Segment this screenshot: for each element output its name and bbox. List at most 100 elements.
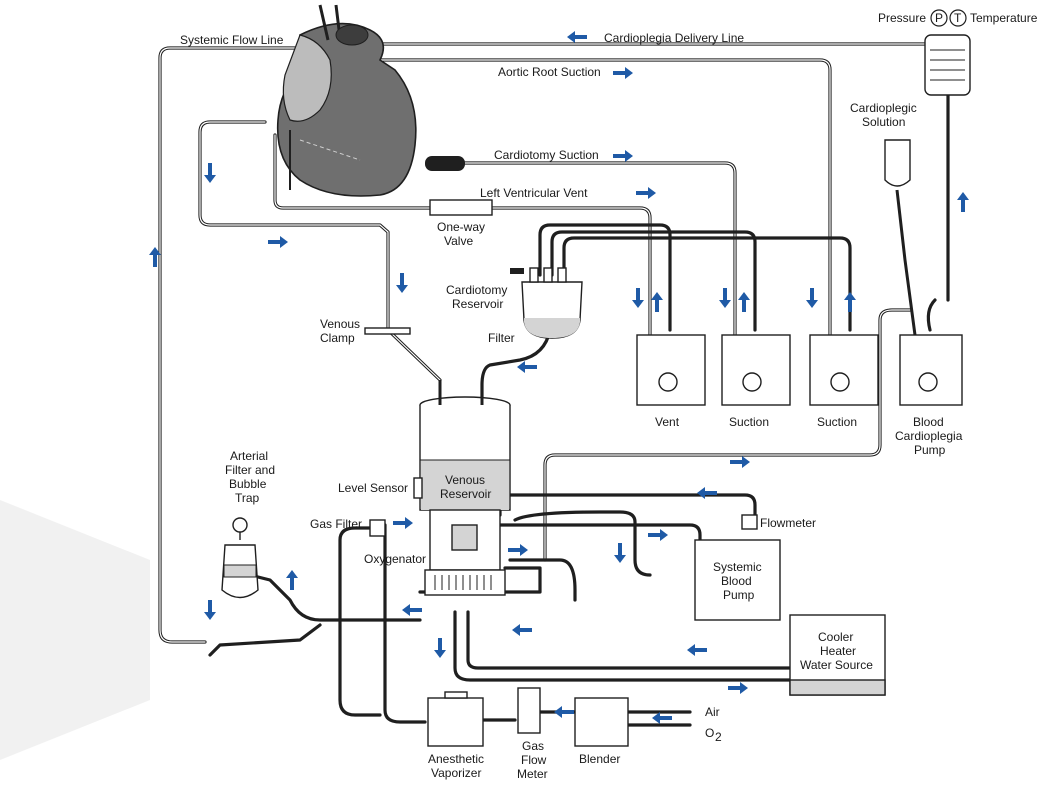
anesthetic-vaporizer (427, 697, 484, 747)
flow-arrow-right (613, 150, 633, 162)
label-oxygenator: Oxygenator (364, 552, 426, 566)
label-anesthetic-vaporizer-1: Anesthetic (428, 752, 484, 766)
label-blood-cardioplegia-pump-1: Blood (913, 415, 944, 429)
vent-pump (636, 334, 706, 406)
label-cardiotomy-suction: Cardiotomy Suction (494, 148, 599, 162)
flow-arrow-up (651, 292, 663, 312)
label-gas-flow-meter-2: Flow (521, 753, 547, 767)
flow-arrow-up (844, 292, 856, 312)
label-systemic-blood-pump-1: Systemic (713, 560, 762, 574)
label-left-ventricular-vent: Left Ventricular Vent (480, 186, 588, 200)
label-gas-filter: Gas Filter (310, 517, 362, 531)
pressure-temperature-chamber (924, 34, 971, 96)
label-blood-cardioplegia-pump-2: Cardioplegia (895, 429, 963, 443)
label-cardioplegic-solution-2: Solution (862, 115, 905, 129)
flow-arrow-right (613, 67, 633, 79)
heart-illustration (276, 4, 417, 197)
label-cooler-heater-3: Water Source (800, 658, 873, 672)
oxygenator-unit (424, 509, 506, 596)
label-level-sensor: Level Sensor (338, 481, 408, 495)
one-way-valve (429, 199, 493, 216)
label-cardiotomy-reservoir-1: Cardiotomy (446, 283, 507, 297)
label-vent: Vent (655, 415, 680, 429)
flow-arrow-up (738, 292, 750, 312)
label-gas-flow-meter-1: Gas (522, 739, 544, 753)
flow-arrows (149, 31, 969, 724)
cardiotomy-reservoir (510, 267, 583, 339)
label-cooler-heater-2: Heater (820, 644, 856, 658)
label-arterial-filter-1: Arterial (230, 449, 268, 463)
flow-arrow-left (652, 712, 672, 724)
label-venous-clamp-2: Clamp (320, 331, 355, 345)
gas-flow-meter (517, 687, 541, 734)
flow-arrow-down (396, 273, 408, 293)
background-watermark (0, 500, 150, 760)
cooler-heater-water-source (789, 614, 886, 696)
label-pressure-symbol: P (935, 11, 943, 25)
flow-arrow-right (730, 456, 750, 468)
flow-arrow-up (957, 192, 969, 212)
label-temperature: Temperature (970, 11, 1038, 25)
blender (574, 697, 629, 747)
label-suction-2: Suction (817, 415, 857, 429)
venous-reservoir (419, 380, 511, 511)
flow-arrow-down (806, 288, 818, 308)
tubing (158, 42, 950, 727)
flow-arrow-right (728, 682, 748, 694)
arterial-filter-bubble-trap (221, 517, 259, 599)
label-gas-flow-meter-3: Meter (517, 767, 548, 781)
flow-arrow-right (636, 187, 656, 199)
flow-arrow-right (508, 544, 528, 556)
flow-arrow-left (512, 624, 532, 636)
flow-arrow-down (434, 638, 446, 658)
label-arterial-filter-4: Trap (235, 491, 260, 505)
level-sensor (413, 477, 423, 499)
label-air: Air (705, 705, 720, 719)
label-flowmeter: Flowmeter (760, 516, 816, 530)
label-o2: O (705, 726, 714, 740)
flow-arrow-right (268, 236, 288, 248)
label-blood-cardioplegia-pump-3: Pump (914, 443, 946, 457)
flow-arrow-left (567, 31, 587, 43)
label-systemic-blood-pump-2: Blood (721, 574, 752, 588)
flow-arrow-left (554, 706, 574, 718)
suction-pump-1 (721, 334, 791, 406)
label-blender: Blender (579, 752, 620, 766)
label-cardioplegia-delivery-line: Cardioplegia Delivery Line (604, 31, 744, 45)
flow-arrow-right (648, 529, 668, 541)
flow-arrow-down (204, 600, 216, 620)
label-pressure: Pressure (878, 11, 926, 25)
anesthetic-vaporizer-cap (444, 691, 468, 699)
label-anesthetic-vaporizer-2: Vaporizer (431, 766, 481, 780)
flow-arrow-down (719, 288, 731, 308)
blood-cardioplegia-pump (899, 334, 963, 406)
label-cooler-heater-1: Cooler (818, 630, 853, 644)
flow-arrow-up (149, 247, 161, 267)
label-venous-reservoir-1: Venous (445, 473, 485, 487)
flow-arrow-down (204, 163, 216, 183)
label-venous-reservoir-2: Reservoir (440, 487, 491, 501)
flow-arrow-left (687, 644, 707, 656)
systemic-blood-pump (694, 539, 781, 621)
flow-arrow-down (614, 543, 626, 563)
label-arterial-filter-3: Bubble (229, 477, 267, 491)
label-o2-subscript: 2 (715, 730, 722, 744)
label-venous-clamp-1: Venous (320, 317, 360, 331)
flow-arrow-up (286, 570, 298, 590)
label-cardioplegic-solution-1: Cardioplegic (850, 101, 917, 115)
label-arterial-filter-2: Filter and (225, 463, 275, 477)
label-one-way-valve-2: Valve (444, 234, 473, 248)
flow-arrow-left (517, 361, 537, 373)
flowmeter (741, 514, 758, 530)
suction-pump-2 (809, 334, 879, 406)
label-filter: Filter (488, 331, 515, 345)
label-systemic-flow-line: Systemic Flow Line (180, 33, 284, 47)
gas-filter (369, 519, 386, 537)
flow-arrow-left (697, 487, 717, 499)
flow-arrow-right (393, 517, 413, 529)
flow-arrow-left (402, 604, 422, 616)
cardioplegic-solution-bag (884, 139, 917, 336)
label-cardiotomy-reservoir-2: Reservoir (452, 297, 503, 311)
label-temperature-symbol: T (954, 11, 962, 25)
